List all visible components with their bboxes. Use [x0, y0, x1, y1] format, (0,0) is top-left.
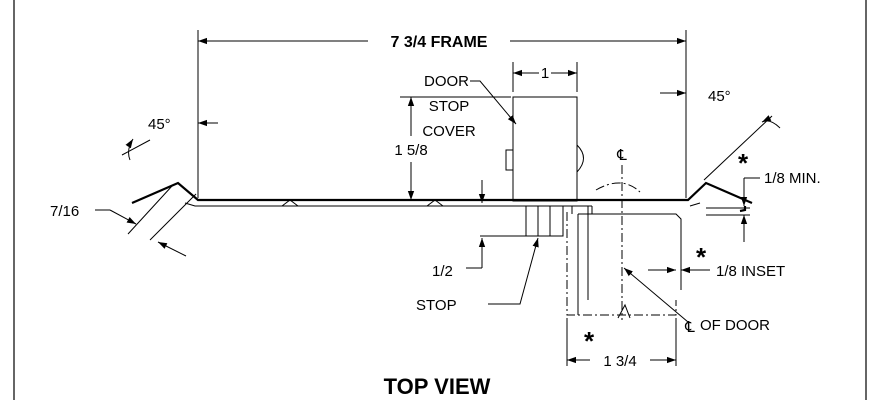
asterisk-min: * — [738, 148, 749, 178]
angle-right-label: 45° — [708, 88, 731, 105]
cover-width-dimension — [512, 62, 578, 92]
min-clearance-label: 1/8 MIN. — [764, 170, 821, 187]
stop-height-label: 1/2 — [432, 263, 453, 280]
return-depth-label: 7/16 — [50, 203, 79, 220]
inset-label: 1/8 INSET — [716, 263, 785, 280]
cover-height-label: 1 5/8 — [394, 142, 427, 159]
centerline-symbol-bottom: ℄ — [684, 319, 695, 336]
door-stop-cover-label-2: STOP — [429, 98, 470, 115]
door-stop-cover-leader — [470, 80, 517, 125]
door-stop-cover — [505, 96, 584, 202]
frame-width-label: 7 3/4 FRAME — [391, 34, 488, 51]
door-outline — [566, 165, 677, 320]
angle-left-label: 45° — [148, 116, 171, 133]
stop-label: STOP — [416, 297, 457, 314]
door-stop-cover-label-3: COVER — [422, 123, 476, 140]
center-of-door-label: OF DOOR — [700, 317, 770, 334]
frame-profile — [131, 181, 753, 315]
angle-right-arc — [761, 115, 781, 129]
cover-height-dimension — [400, 96, 511, 200]
stop-leader — [488, 237, 539, 305]
stop-profile — [525, 205, 564, 237]
asterisk-door: * — [584, 326, 595, 356]
door-stop-cover-label-1: DOOR — [424, 73, 469, 90]
asterisk-inset: * — [696, 242, 707, 272]
angle-left-arc — [125, 138, 134, 161]
cover-width-label: 1 — [541, 65, 549, 82]
door-width-label: 1 3/4 — [603, 353, 636, 370]
view-title: TOP VIEW — [384, 374, 491, 399]
frame-width-dimension — [197, 30, 687, 198]
centerline-symbol-top: ℄ — [616, 147, 627, 164]
